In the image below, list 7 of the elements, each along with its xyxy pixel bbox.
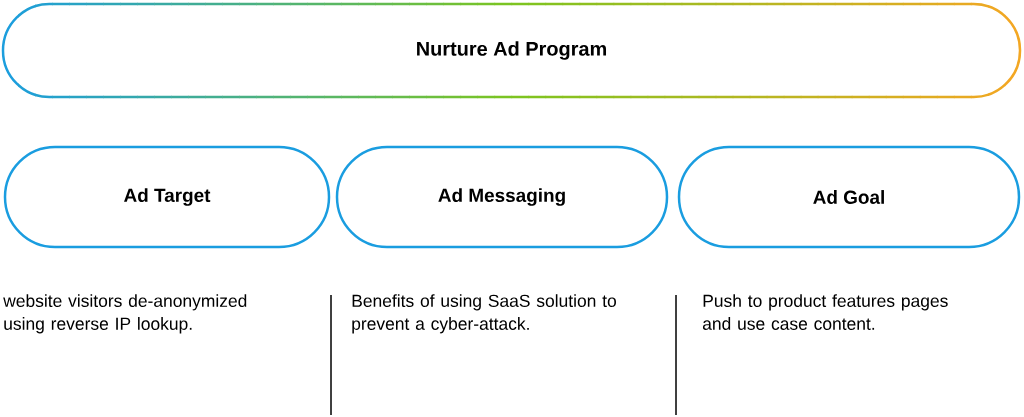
description-text: Benefits of using SaaS solution to prevent a cyber-attack. [352,294,616,334]
description-text: website visitors de-anonymized using reverse IP lookup. [3,294,247,334]
pill-box: Ad Goal [677,145,1021,249]
pill-box: Ad Messaging [335,145,669,249]
pill-box: Nurture Ad Program [1,2,1022,99]
pill-box: Ad Target [3,145,331,249]
description-text: Push to product features pages and use case content. [702,294,948,330]
